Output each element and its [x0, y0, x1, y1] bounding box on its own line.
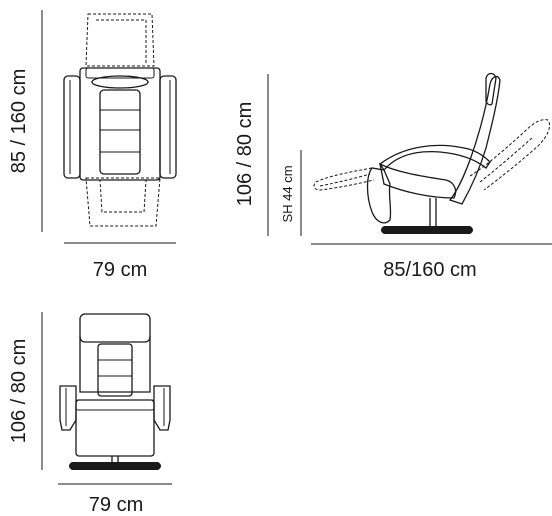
front-view-backrest-cushion [97, 343, 133, 397]
front-view: 106 / 80 cm 79 cm [8, 312, 172, 516]
top-view-headrest-roll [91, 75, 149, 89]
side-view-backrest-reclined-inner [479, 137, 533, 183]
top-view-backrest-top [85, 67, 155, 79]
top-view-headrest-extended [85, 13, 155, 67]
side-view-length-label: 85/160 cm [383, 259, 476, 281]
side-view-front-panel [366, 167, 392, 224]
side-view-headrest [485, 72, 497, 106]
top-view-headrest-extended-inner [96, 19, 147, 64]
side-view-seat [379, 162, 457, 199]
side-view-footrest-inner-line [319, 173, 371, 187]
top-view-center-cushion [99, 89, 141, 175]
front-view-backrest [79, 336, 151, 393]
front-view-headrest [79, 313, 151, 343]
side-view: 106 / 80 cm SH 44 cm 85/160 cm [234, 72, 552, 281]
front-view-base [69, 462, 161, 470]
front-view-right-armrest [153, 385, 171, 431]
front-view-height-label: 106 / 80 cm [8, 339, 30, 444]
top-view: 85 / 160 cm 79 cm [8, 10, 177, 281]
side-view-armrest [379, 144, 491, 172]
side-view-seat-height-label: SH 44 cm [280, 165, 295, 222]
front-view-seat [75, 399, 155, 457]
front-view-width-label: 79 cm [89, 494, 143, 516]
top-view-right-armrest [159, 75, 177, 179]
top-view-height-label: 85 / 160 cm [8, 69, 30, 174]
top-view-left-armrest [63, 75, 81, 179]
top-view-seat [79, 67, 161, 181]
side-view-height-label: 106 / 80 cm [234, 102, 256, 207]
side-view-backrest [448, 75, 501, 205]
side-view-footrest-extended [313, 167, 375, 191]
side-view-base [381, 226, 473, 234]
front-view-left-armrest [59, 385, 77, 431]
top-view-footrest-extended [85, 177, 161, 227]
side-view-backrest-reclined [469, 119, 551, 191]
top-view-footrest-inner [99, 179, 147, 213]
front-view-seat-front-edge [75, 399, 155, 411]
top-view-width-label: 79 cm [93, 259, 147, 281]
